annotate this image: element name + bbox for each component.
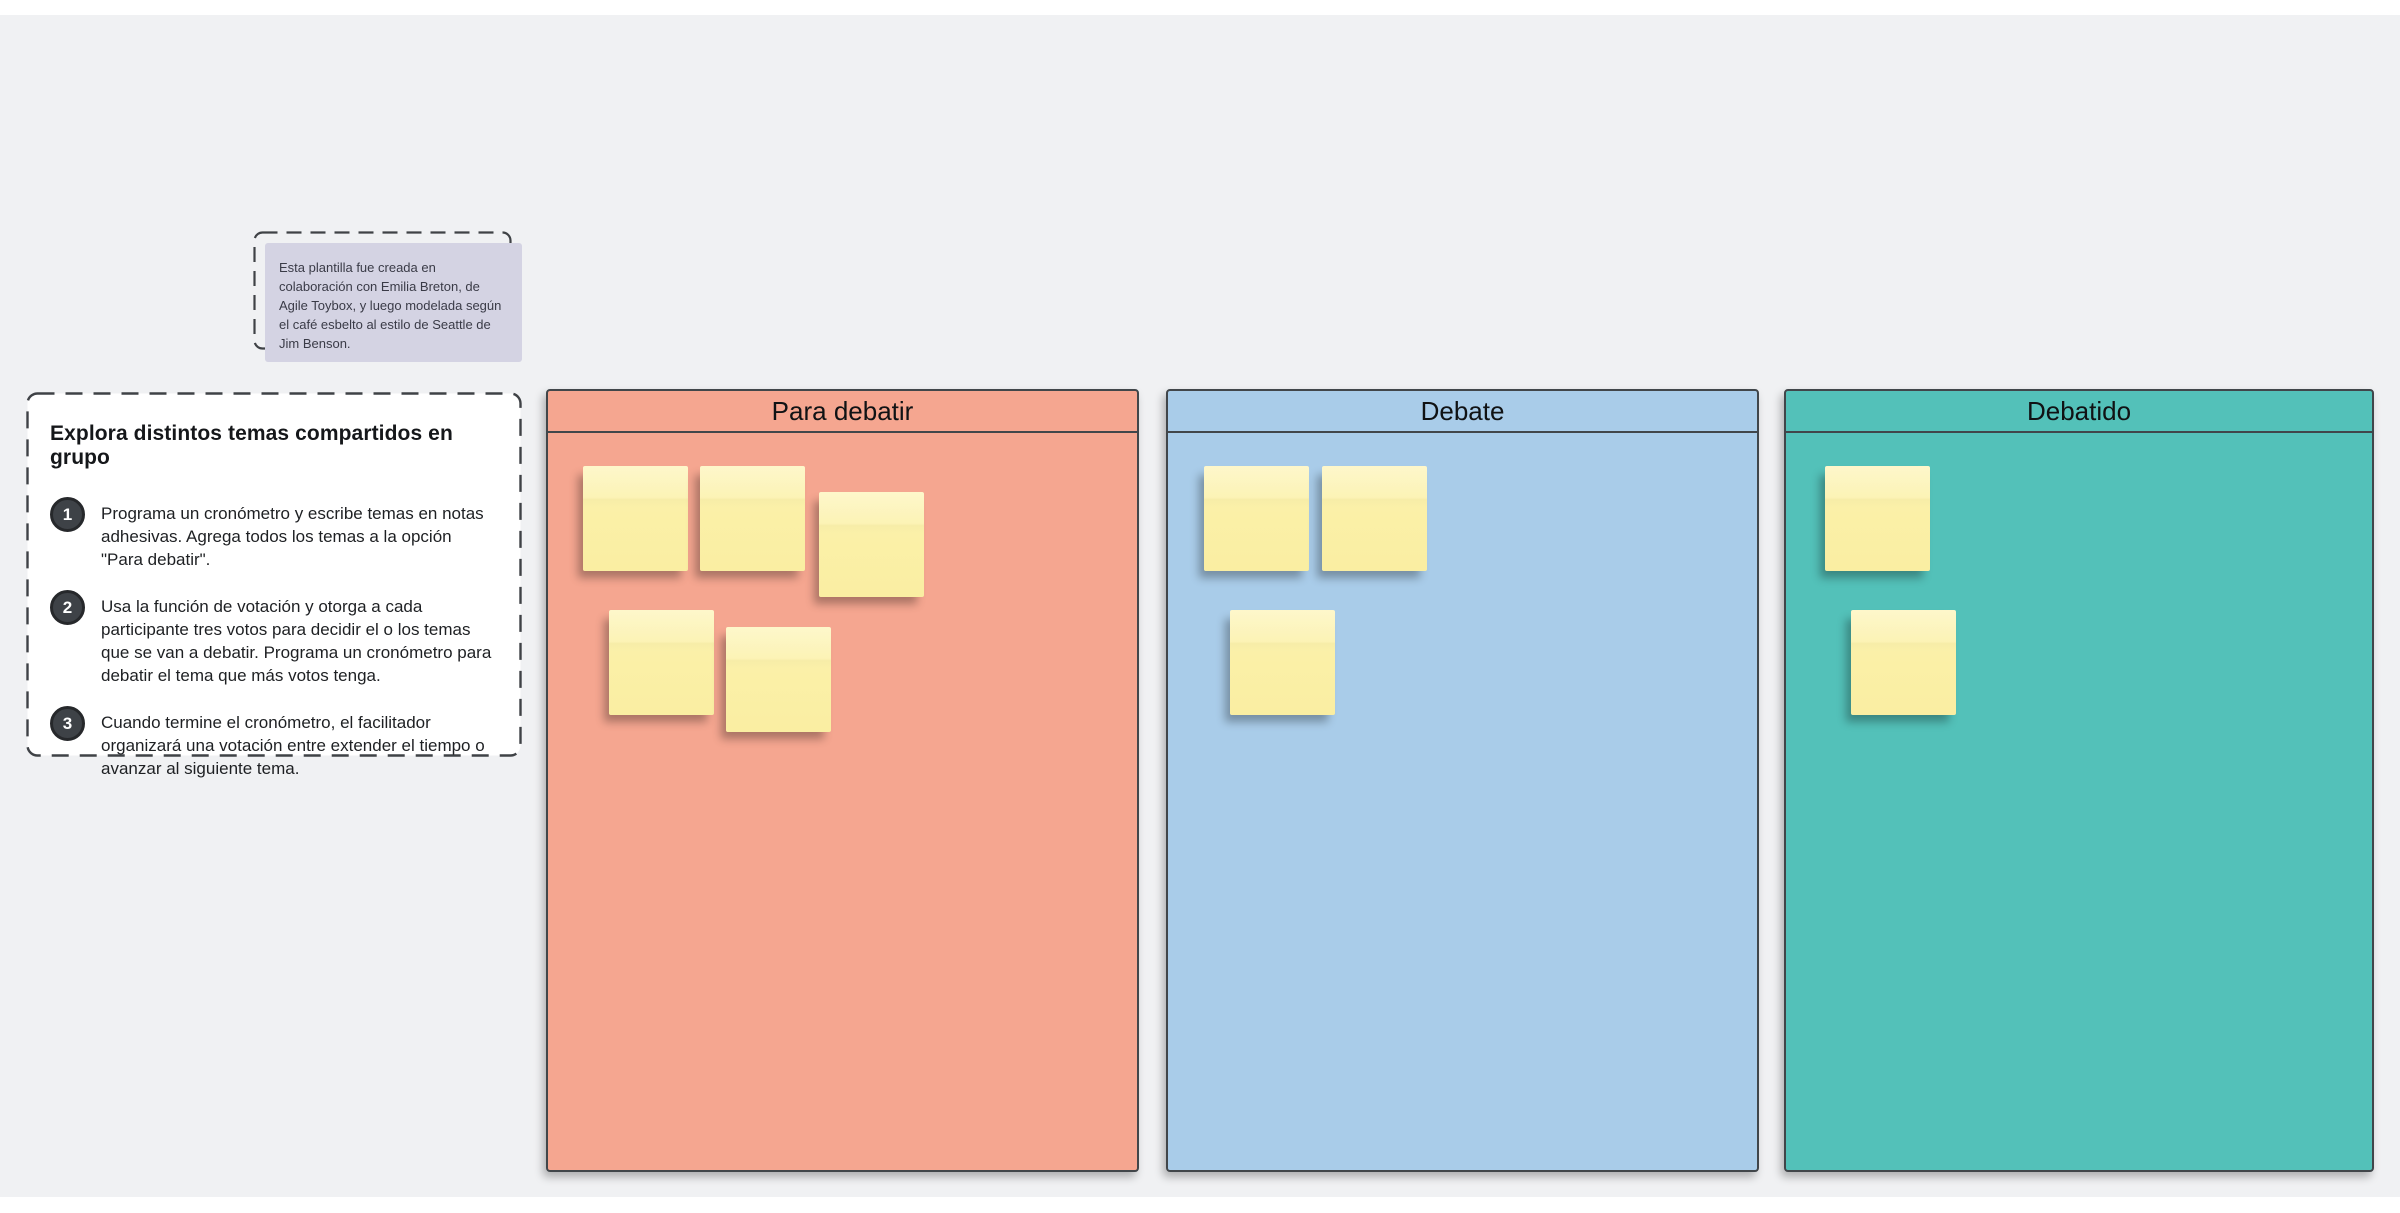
instructions-card[interactable]: Explora distintos temas compartidos en g… [26, 392, 522, 778]
sticky-note[interactable] [1230, 610, 1335, 715]
column-debate[interactable]: Debate [1166, 389, 1759, 1172]
instructions-steps: 1 Programa un cronómetro y escribe temas… [50, 497, 498, 780]
sticky-note[interactable] [819, 492, 924, 597]
sticky-note[interactable] [700, 466, 805, 571]
step-text: Cuando termine el cronómetro, el facilit… [101, 713, 485, 778]
step-text: Usa la función de votación y otorga a ca… [101, 597, 492, 685]
instructions-title: Explora distintos temas compartidos en g… [50, 422, 453, 469]
step-number-badge: 2 [50, 590, 85, 625]
column-debatido[interactable]: Debatido [1784, 389, 2374, 1172]
credit-note[interactable]: Esta plantilla fue creada en colaboració… [265, 243, 522, 362]
sticky-note[interactable] [1825, 466, 1930, 571]
column-title[interactable]: Para debatir [548, 391, 1137, 433]
column-para-debatir[interactable]: Para debatir [546, 389, 1139, 1172]
instructions-content: Explora distintos temas compartidos en g… [26, 392, 522, 780]
step-number-badge: 3 [50, 706, 85, 741]
credit-note-text: Esta plantilla fue creada en colaboració… [279, 260, 502, 351]
instruction-step: 1 Programa un cronómetro y escribe temas… [50, 497, 498, 571]
step-text: Programa un cronómetro y escribe temas e… [101, 504, 484, 569]
column-title[interactable]: Debate [1168, 391, 1757, 433]
sticky-note[interactable] [1204, 466, 1309, 571]
column-title[interactable]: Debatido [1786, 391, 2372, 433]
sticky-note[interactable] [1322, 466, 1427, 571]
step-number-badge: 1 [50, 497, 85, 532]
dashed-border [26, 392, 522, 757]
sticky-note[interactable] [583, 466, 688, 571]
sticky-note[interactable] [726, 627, 831, 732]
instruction-step: 2 Usa la función de votación y otorga a … [50, 590, 498, 687]
sticky-note[interactable] [1851, 610, 1956, 715]
sticky-note[interactable] [609, 610, 714, 715]
instruction-step: 3 Cuando termine el cronómetro, el facil… [50, 706, 498, 780]
